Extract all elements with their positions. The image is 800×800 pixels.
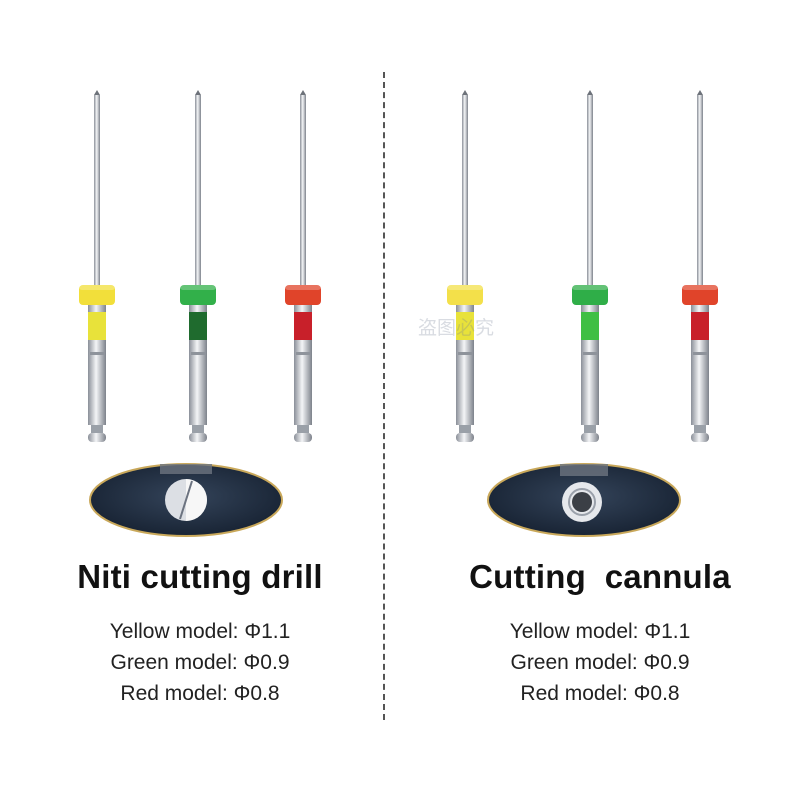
drill-panel: Niti cutting drill Yellow model: Φ1.1 Gr… bbox=[77, 90, 323, 705]
needle-tip bbox=[94, 90, 100, 95]
drill-title: Niti cutting drill bbox=[77, 558, 323, 595]
needle-tip bbox=[300, 90, 306, 95]
watermark-text: 盗图必究 bbox=[418, 317, 495, 339]
color-band bbox=[456, 312, 474, 340]
drill-spec-yellow: Yellow model: Φ1.1 bbox=[109, 620, 291, 643]
color-ring bbox=[180, 285, 216, 305]
drill-spec-green: Green model: Φ0.9 bbox=[110, 651, 290, 674]
needle-shaft bbox=[300, 95, 306, 285]
needle-tip bbox=[195, 90, 201, 95]
half-circle-drill-tip-icon bbox=[165, 479, 207, 521]
hollow-ring-cannula-tip-icon bbox=[562, 482, 602, 522]
tool-green-drill bbox=[178, 90, 218, 450]
tool-yellow-cannula bbox=[445, 90, 485, 450]
tool-yellow-drill bbox=[77, 90, 117, 450]
drill-tip-zoom bbox=[88, 462, 284, 538]
cannula-spec-yellow: Yellow model: Φ1.1 bbox=[509, 620, 691, 643]
color-ring bbox=[447, 285, 483, 305]
dashed-divider bbox=[383, 72, 385, 720]
needle-tip bbox=[462, 90, 468, 95]
tool-green-cannula bbox=[570, 90, 610, 450]
cannula-spec-red: Red model: Φ0.8 bbox=[520, 682, 680, 705]
color-ring bbox=[79, 285, 115, 305]
tool-red-drill bbox=[283, 90, 323, 450]
cannula-tip-zoom bbox=[486, 462, 682, 538]
cannula-spec-green: Green model: Φ0.9 bbox=[510, 651, 690, 674]
tool-red-cannula bbox=[680, 90, 720, 450]
color-band bbox=[88, 312, 106, 340]
color-band bbox=[294, 312, 312, 340]
needle-shaft bbox=[195, 95, 201, 285]
needle-shaft bbox=[462, 95, 468, 285]
color-band bbox=[581, 312, 599, 340]
color-ring bbox=[572, 285, 608, 305]
needle-tip bbox=[697, 90, 703, 95]
needle-shaft bbox=[697, 95, 703, 285]
color-ring bbox=[285, 285, 321, 305]
color-band bbox=[189, 312, 207, 340]
needle-shaft bbox=[587, 95, 593, 285]
needle-shaft bbox=[94, 95, 100, 285]
cannula-title: Cutting cannula bbox=[469, 558, 731, 595]
color-ring bbox=[682, 285, 718, 305]
drill-spec-red: Red model: Φ0.8 bbox=[120, 682, 280, 705]
color-band bbox=[691, 312, 709, 340]
needle-tip bbox=[587, 90, 593, 95]
cannula-panel: Cutting cannula Yellow model: Φ1.1 Green… bbox=[400, 0, 800, 800]
